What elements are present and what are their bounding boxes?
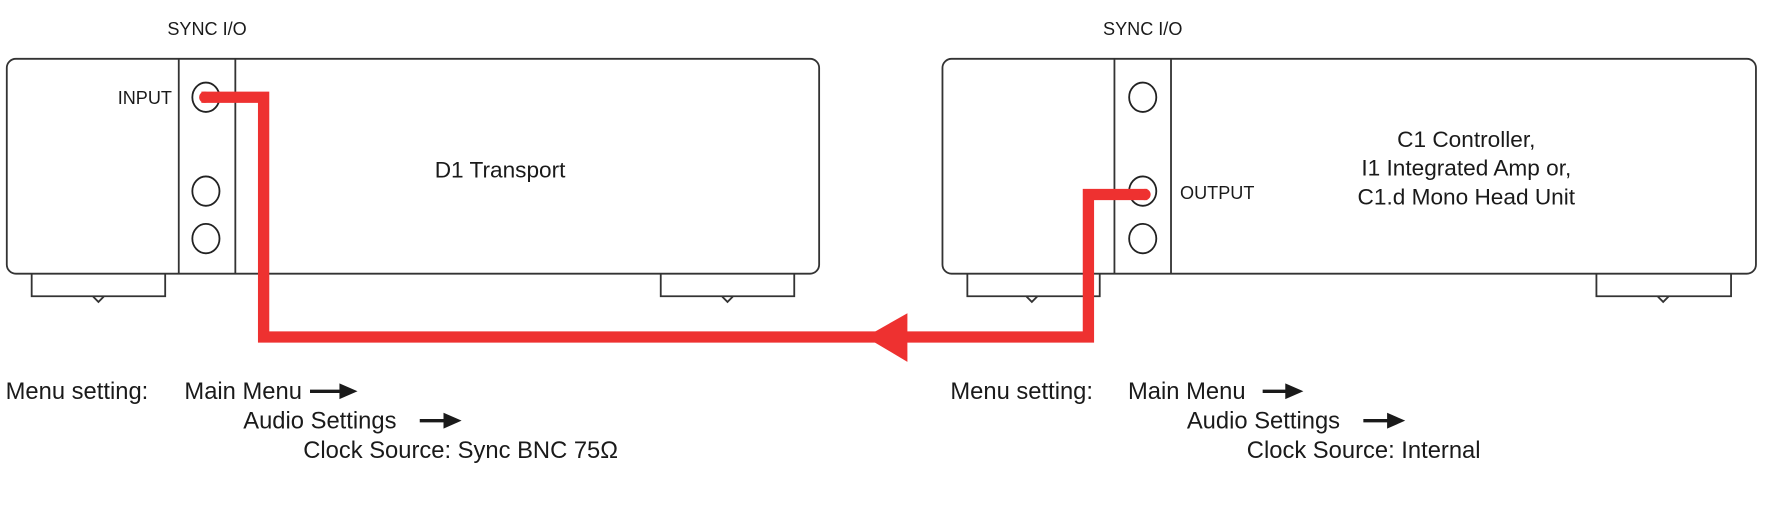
menu-step: Clock Source: Internal	[1247, 437, 1481, 464]
input-label: INPUT	[118, 88, 172, 108]
sync-io-label: SYNC I/O	[167, 19, 246, 39]
unit-name-line: I1 Integrated Amp or,	[1361, 155, 1571, 180]
menu-step: Audio Settings	[243, 408, 396, 435]
left-foot	[659, 273, 796, 304]
controller-chassis	[941, 57, 1757, 275]
sync-jack	[1128, 222, 1158, 255]
unit-name: D1 Transport	[435, 158, 566, 183]
right-menu-instructions: Menu setting: Main Menu Audio Settings C…	[950, 378, 1480, 464]
arrow-right-icon	[1363, 412, 1406, 429]
right-foot	[966, 273, 1101, 304]
menu-prefix: Menu setting:	[6, 378, 149, 405]
left-foot	[30, 273, 167, 304]
controller-unit: SYNC I/O OUTPUT C1 Controller, I1 Integr…	[941, 19, 1757, 304]
sync-io-label: SYNC I/O	[1103, 19, 1182, 39]
sync-cable	[199, 91, 1151, 362]
cable-end	[1139, 188, 1151, 201]
sync-jack	[191, 222, 221, 255]
cable-path	[201, 91, 1148, 343]
d1-transport-chassis	[5, 57, 821, 275]
menu-step: Audio Settings	[1187, 408, 1340, 435]
unit-name-line: C1 Controller,	[1397, 127, 1535, 152]
left-menu-instructions: Menu setting: Main Menu Audio Settings C…	[6, 378, 618, 464]
signal-direction-arrow-icon	[865, 313, 908, 362]
menu-step: Main Menu	[184, 378, 302, 405]
right-foot	[1595, 273, 1732, 304]
output-label: OUTPUT	[1180, 183, 1254, 203]
arrow-right-icon	[1262, 383, 1304, 400]
cable-end	[199, 91, 211, 103]
sync-jack	[1128, 81, 1158, 113]
menu-step: Main Menu	[1128, 378, 1246, 405]
unit-name-line: C1.d Mono Head Unit	[1358, 185, 1576, 210]
menu-prefix: Menu setting:	[950, 378, 1093, 405]
d1-transport-unit: SYNC I/O INPUT D1 Transport	[5, 19, 821, 304]
arrow-right-icon	[419, 412, 462, 429]
sync-jack	[191, 175, 221, 207]
menu-step: Clock Source: Sync BNC 75Ω	[303, 437, 618, 464]
arrow-right-icon	[310, 383, 358, 400]
